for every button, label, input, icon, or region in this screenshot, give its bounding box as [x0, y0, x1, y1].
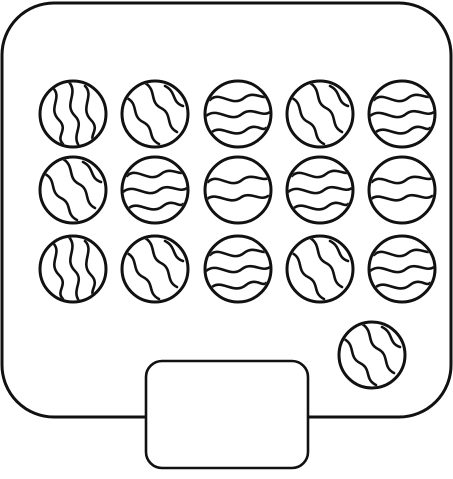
- marble-3-0: [339, 322, 405, 388]
- marble-outline: [205, 157, 271, 223]
- tray-label-box: [146, 361, 308, 468]
- marble-1-2: [205, 157, 271, 223]
- marble-1-4: [369, 157, 435, 223]
- marble-outline: [287, 236, 353, 302]
- marble-1-0: [40, 157, 106, 223]
- marble-0-4: [369, 81, 435, 147]
- marble-0-1: [122, 81, 188, 147]
- marble-2-4: [369, 236, 435, 302]
- marble-2-1: [122, 236, 188, 302]
- marble-outline: [339, 322, 405, 388]
- marble-1-3: [287, 157, 353, 223]
- marble-outline: [40, 157, 106, 223]
- marble-outline: [369, 157, 435, 223]
- marble-2-0: [40, 236, 106, 302]
- marble-0-2: [205, 81, 271, 147]
- marble-2-2: [205, 236, 271, 302]
- marble-0-3: [287, 81, 353, 147]
- marble-0-0: [40, 81, 106, 147]
- marble-outline: [122, 236, 188, 302]
- marble-outline: [122, 81, 188, 147]
- marble-outline: [287, 81, 353, 147]
- marble-1-1: [122, 157, 188, 223]
- marble-2-3: [287, 236, 353, 302]
